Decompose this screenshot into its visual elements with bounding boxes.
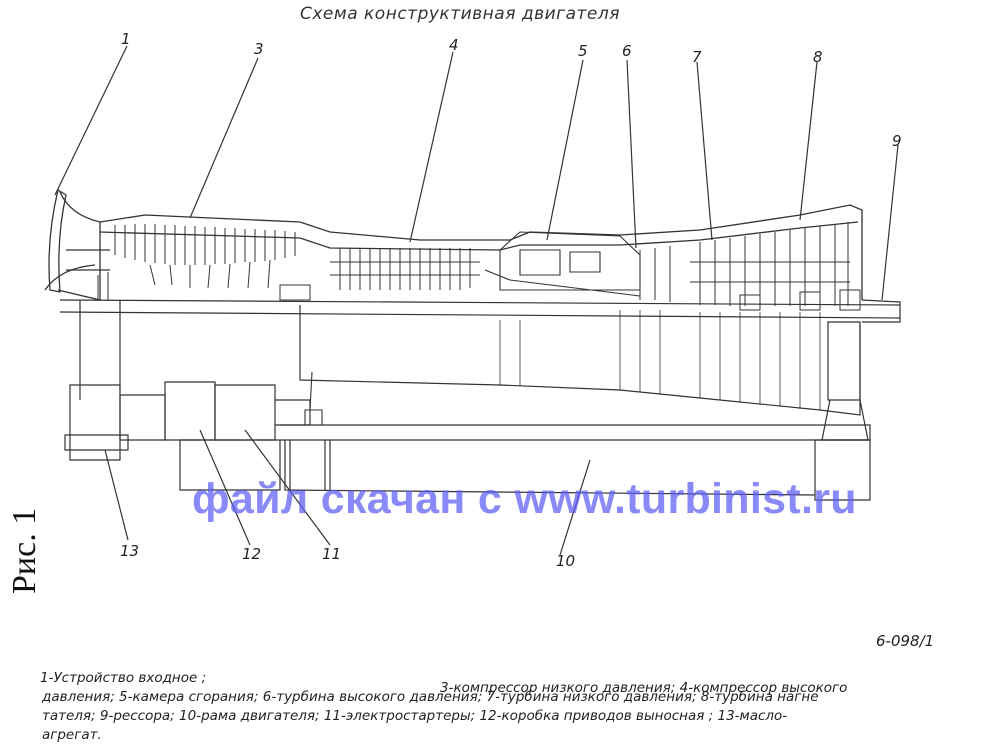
rotor-disks — [97, 272, 861, 311]
legend-line-1b: 3-компрессор низкого давления; 4-компрес… — [440, 680, 848, 696]
callout-9: 9 — [892, 132, 902, 150]
watermark: файл скачан с www.turbinist.ru — [192, 475, 857, 523]
inlet-device — [44, 188, 110, 301]
document-number: 6-098/1 — [876, 632, 935, 650]
figure-label: Рис. 1 — [6, 507, 43, 594]
engine-hanger — [304, 371, 323, 426]
legend-line-1: 1-Устройство входное ; — [40, 670, 207, 686]
callout-7: 7 — [692, 48, 702, 66]
upper-casing-contour — [99, 204, 863, 300]
engine-shaft — [59, 299, 901, 319]
legend-line-3: тателя; 9-рессора; 10-рама двигателя; 11… — [42, 708, 788, 724]
engine-frame — [179, 424, 871, 496]
callout-5: 5 — [578, 42, 588, 60]
callout-leader-lines — [54, 45, 899, 556]
low-pressure-compressor-blades — [114, 224, 296, 289]
callout-12: 12 — [242, 545, 262, 563]
callout-1: 1 — [121, 30, 131, 48]
combustion-chamber — [484, 231, 641, 297]
legend-line-2: давления; 5-камера сгорания; 6-турбина в… — [42, 689, 819, 705]
legend-line-4: агрегат. — [42, 727, 102, 743]
callout-3: 3 — [254, 40, 264, 58]
callout-6: 6 — [622, 42, 632, 60]
callout-4: 4 — [449, 36, 459, 54]
turbine-blades — [639, 222, 850, 306]
callout-10: 10 — [556, 552, 576, 570]
callout-8: 8 — [813, 48, 823, 66]
callout-11: 11 — [322, 545, 342, 563]
starters-and-gearbox — [64, 381, 311, 461]
high-pressure-compressor — [330, 248, 480, 290]
lower-body-contour — [79, 300, 861, 416]
callout-13: 13 — [120, 542, 140, 560]
drawing-title: Схема конструктивная двигателя — [300, 4, 620, 24]
